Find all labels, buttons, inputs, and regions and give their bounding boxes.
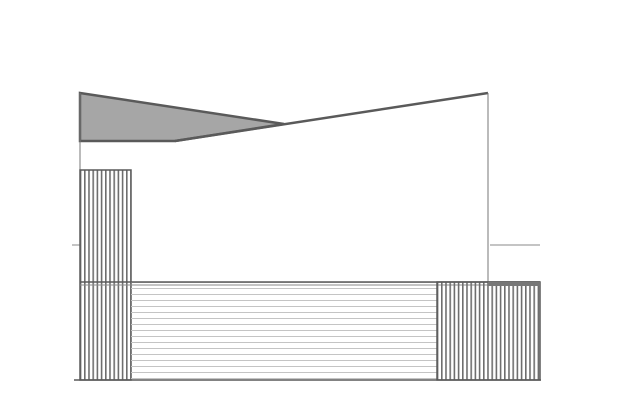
right-slat-panel — [436, 281, 541, 381]
horizontal-siding — [80, 281, 540, 380]
roof-line — [174, 91, 489, 143]
left-slat-panel — [79, 169, 132, 381]
roof-overhang-shaded — [78, 91, 285, 143]
roof — [78, 91, 489, 143]
